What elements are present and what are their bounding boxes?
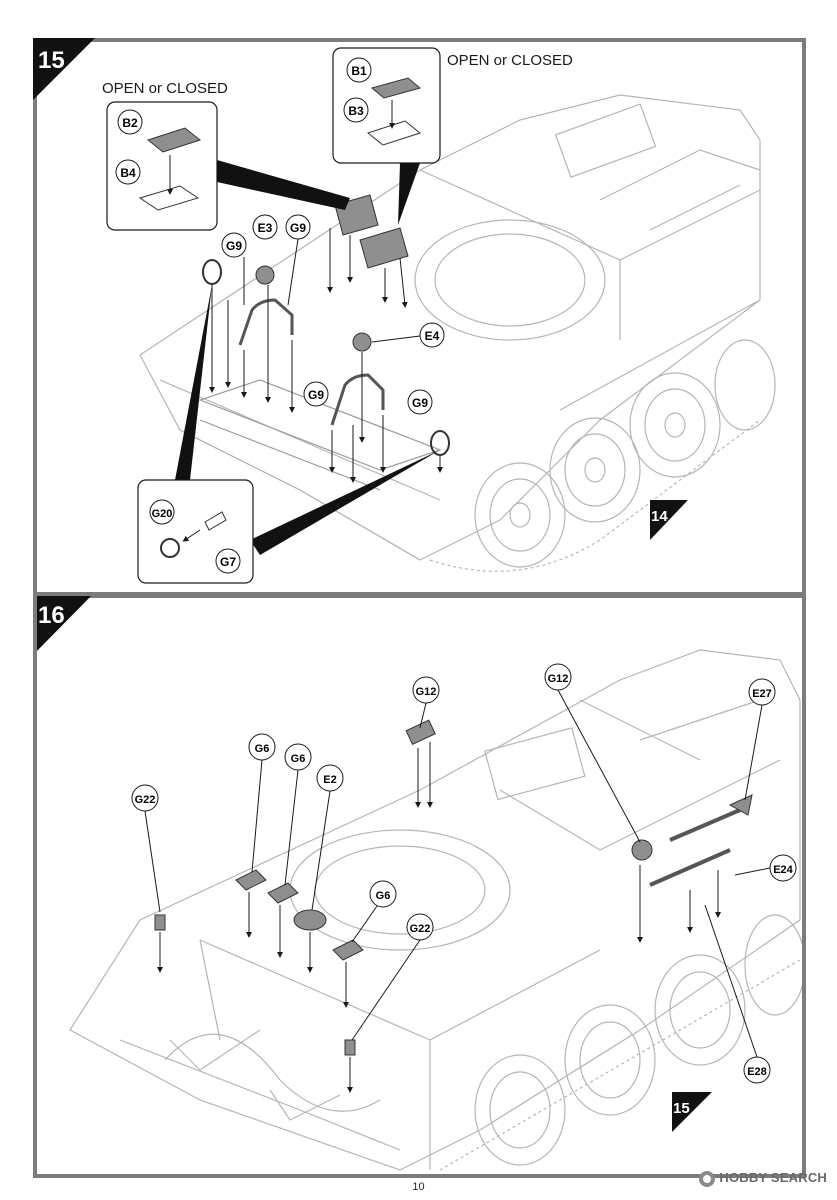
callout-left-title: OPEN or CLOSED bbox=[102, 80, 228, 97]
step-16-labels: G12 G12 E27 G6 G6 E2 G22 G6 G22 bbox=[131, 663, 797, 1084]
label-b1: B1 bbox=[351, 64, 367, 78]
step-15-badge: 15 bbox=[33, 38, 95, 100]
step-15-labels: G9 E3 G9 E4 G9 G9 bbox=[221, 214, 445, 415]
step-15-small-parts bbox=[202, 259, 450, 456]
label-e4: E4 bbox=[425, 329, 440, 343]
step-16-frame bbox=[33, 592, 806, 1178]
watermark-text: HOBBY SEARCH bbox=[719, 1170, 827, 1185]
label-g6-a: G6 bbox=[255, 743, 270, 755]
label-g12-a: G12 bbox=[416, 686, 437, 698]
step-15-tank-hull bbox=[139, 94, 761, 561]
label-e27: E27 bbox=[752, 688, 772, 700]
step-15-road-wheels bbox=[429, 339, 776, 572]
label-g9-b: G9 bbox=[290, 221, 306, 235]
label-g22-a: G22 bbox=[135, 794, 156, 806]
label-b2: B2 bbox=[122, 116, 138, 130]
step-16-road-wheels bbox=[439, 914, 806, 1171]
label-g6-c: G6 bbox=[376, 890, 391, 902]
step-15-ref-badge: 14 bbox=[650, 500, 688, 540]
step-15-number: 15 bbox=[38, 47, 65, 74]
step-16-parts bbox=[154, 719, 753, 1056]
step-16-number: 16 bbox=[38, 602, 65, 629]
label-g12-b: G12 bbox=[548, 673, 569, 685]
step-16-ref-badge: 15 bbox=[672, 1092, 712, 1132]
label-g20: G20 bbox=[152, 508, 173, 520]
label-g7: G7 bbox=[220, 555, 236, 569]
step-15-arrows bbox=[209, 285, 443, 483]
step-16-badge: 16 bbox=[33, 592, 95, 655]
step-16-ref: 15 bbox=[673, 1100, 690, 1117]
label-g22-b: G22 bbox=[410, 923, 431, 935]
label-e24: E24 bbox=[773, 864, 793, 876]
step-15-handles bbox=[238, 298, 385, 426]
label-g9-d: G9 bbox=[412, 396, 428, 410]
label-b4: B4 bbox=[120, 166, 136, 180]
label-g9-a: G9 bbox=[226, 239, 242, 253]
step-15-hatch-parts bbox=[327, 194, 409, 308]
label-g6-b: G6 bbox=[291, 753, 306, 765]
label-e3: E3 bbox=[258, 221, 273, 235]
label-e2: E2 bbox=[323, 774, 336, 786]
callout-right-title: OPEN or CLOSED bbox=[447, 52, 573, 69]
step-16-tank-hull bbox=[69, 649, 801, 1171]
page-number: 10 bbox=[412, 1181, 425, 1193]
step-15-callout-bottom: G20 G7 bbox=[137, 285, 440, 584]
step-15-ref: 14 bbox=[651, 508, 668, 525]
step-15-callout-right: OPEN or CLOSED B1 B3 bbox=[332, 47, 573, 225]
step-15-callout-left: OPEN or CLOSED B2 B4 bbox=[102, 80, 350, 231]
label-b3: B3 bbox=[348, 104, 364, 118]
watermark-logo-icon bbox=[699, 1170, 716, 1187]
watermark: HOBBY SEARCH bbox=[699, 1170, 827, 1187]
step-16-arrows bbox=[157, 742, 721, 1093]
label-g9-c: G9 bbox=[308, 388, 324, 402]
label-e28: E28 bbox=[747, 1066, 767, 1078]
